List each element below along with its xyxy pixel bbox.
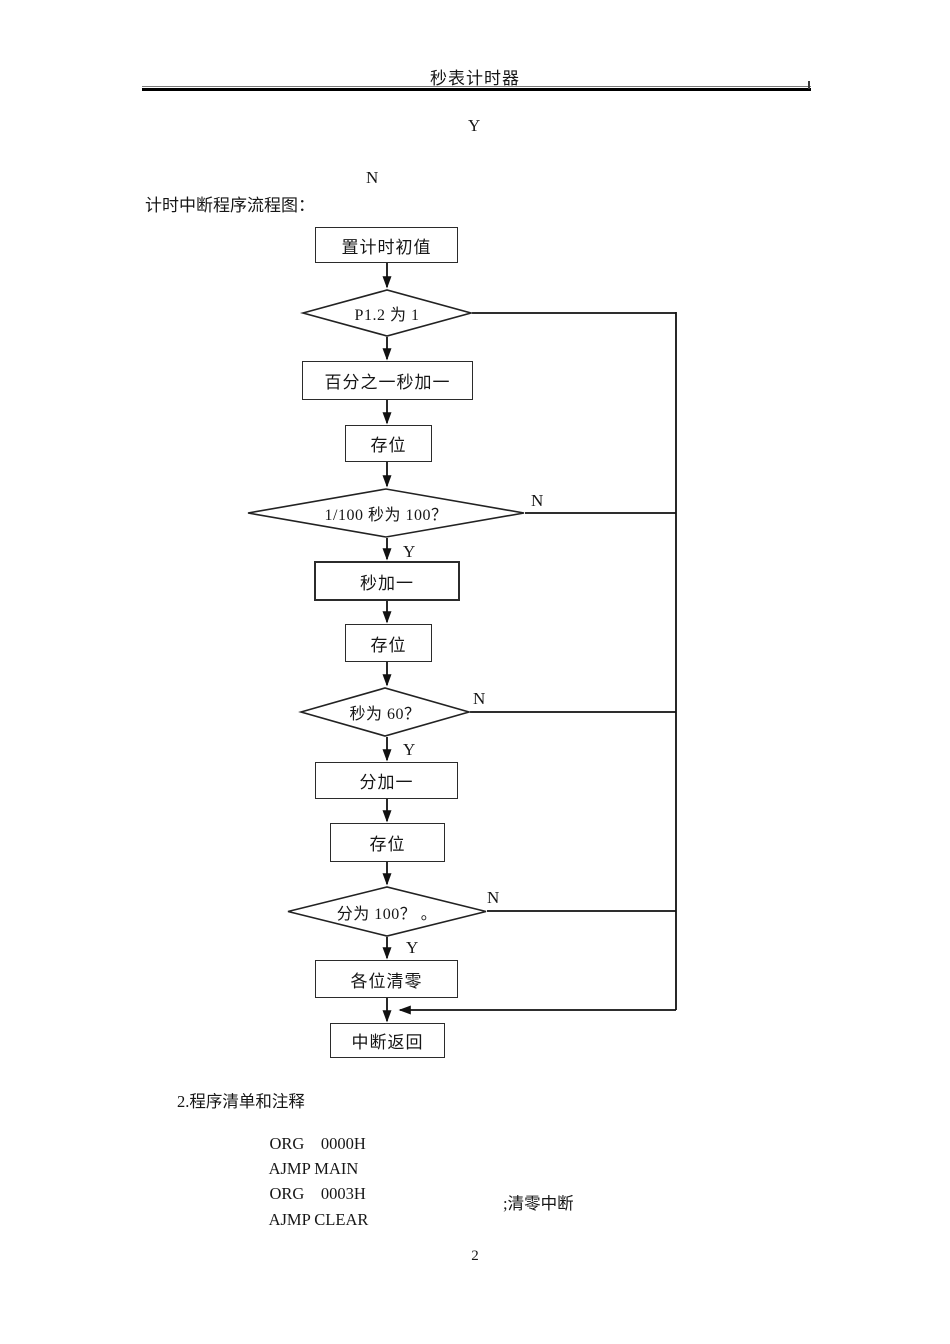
branch-label-y-second: Y xyxy=(403,740,416,759)
header-rule-tick xyxy=(808,81,810,89)
branch-label-n-second: N xyxy=(473,689,486,708)
flow-box-interrupt-return: 中断返回 xyxy=(330,1023,445,1058)
flow-box-store-bits-1: 存位 xyxy=(345,425,432,462)
page-number: 2 xyxy=(471,1248,479,1264)
code-text: AJMP MAIN xyxy=(268,1159,359,1178)
flow-box-label: 分加一 xyxy=(359,773,414,792)
branch-label-y-centisecond: Y xyxy=(403,542,416,561)
page-header-title: 秒表计时器 xyxy=(430,69,520,88)
flow-box-label: 百分之一秒加一 xyxy=(324,373,451,392)
flow-box-label: 存位 xyxy=(370,436,407,455)
flow-box-store-bits-2: 存位 xyxy=(345,624,432,662)
code-comment: ;清零中断 xyxy=(503,1194,574,1213)
orphan-label-y: Y xyxy=(468,116,481,135)
flow-box-label: 秒加一 xyxy=(360,573,414,593)
code-line: ORG 0003H xyxy=(253,1164,366,1224)
flow-box-label: 存位 xyxy=(370,635,407,655)
orphan-label-n: N xyxy=(366,168,379,187)
branch-label-y-minute: Y xyxy=(406,938,419,957)
flow-box-set-initial-value: 置计时初值 xyxy=(315,227,458,263)
code-line: AJMP CLEAR ;清零中断 xyxy=(253,1190,853,1270)
flow-box-second-increment: 秒加一 xyxy=(314,561,460,601)
flow-diamond-second-is-60: 秒为 60？ xyxy=(298,687,472,737)
branch-label-n-centisecond: N xyxy=(531,491,544,510)
flow-diamond-label: 秒为 60？ xyxy=(349,706,421,723)
flow-box-minute-increment: 分加一 xyxy=(315,762,458,799)
flow-box-store-bits-3: 存位 xyxy=(330,823,445,862)
code-text: ORG 0003H xyxy=(269,1184,366,1203)
flow-box-label: 各位清零 xyxy=(350,971,423,991)
flow-box-label: 存位 xyxy=(369,835,406,854)
flow-diamond-label: 分为 100？ 。 xyxy=(336,905,438,923)
header-rule-thick xyxy=(142,88,811,91)
flow-box-clear-all-digits: 各位清零 xyxy=(315,960,458,998)
flow-box-label: 中断返回 xyxy=(351,1033,424,1052)
header-rule-thin xyxy=(142,86,811,87)
flow-diamond-centisecond-is-100: 1/100 秒为 100？ xyxy=(247,488,525,538)
code-section-heading: 2.程序清单和注释 xyxy=(177,1092,305,1111)
flow-diamond-p12-is-1: P1.2 为 1 xyxy=(299,289,475,337)
flow-box-centisecond-increment: 百分之一秒加一 xyxy=(302,361,473,400)
flow-diamond-label: P1.2 为 1 xyxy=(354,307,420,324)
flow-box-label: 置计时初值 xyxy=(341,237,432,257)
code-line: ORG 0000H xyxy=(253,1114,366,1174)
flow-diamond-minute-is-100: 分为 100？ 。 xyxy=(287,886,487,937)
flowchart-section-label: 计时中断程序流程图： xyxy=(145,196,315,215)
code-text: ORG 0000H xyxy=(269,1134,366,1153)
code-line: AJMP MAIN xyxy=(253,1139,359,1199)
flow-diamond-label: 1/100 秒为 100？ xyxy=(324,507,448,524)
branch-label-n-minute: N xyxy=(487,888,500,907)
code-text: AJMP CLEAR xyxy=(268,1210,369,1229)
